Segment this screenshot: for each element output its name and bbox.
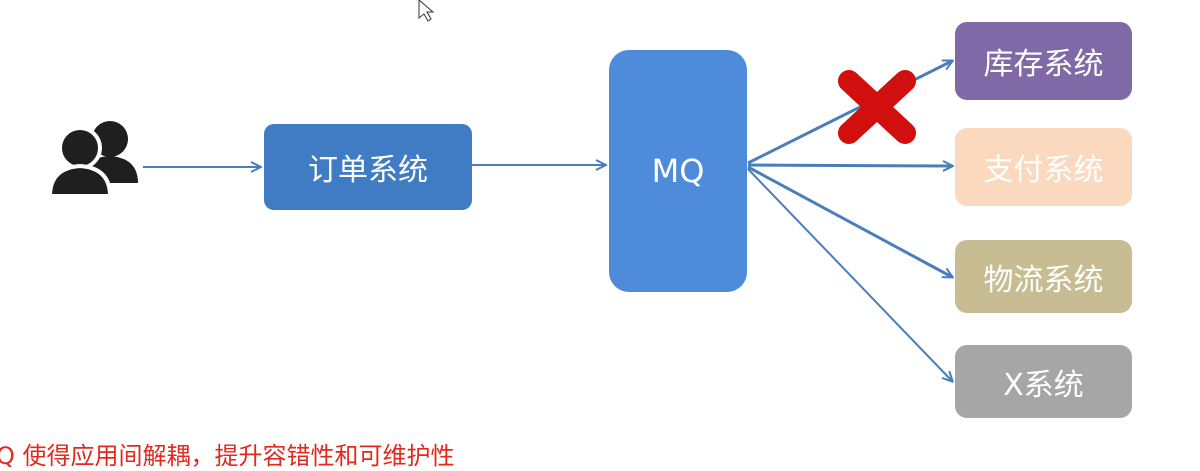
inventory-system-box: 库存系统 [955, 22, 1132, 100]
payment-system-box: 支付系统 [955, 128, 1132, 206]
users-group-icon [47, 121, 138, 198]
red-cross-icon [838, 70, 916, 144]
order-system-box: 订单系统 [264, 124, 472, 210]
mq-label: MQ [651, 152, 705, 190]
x-system-box: X系统 [955, 345, 1132, 418]
logistics-system-box: 物流系统 [955, 240, 1132, 313]
arrow-mq-to-inventory [747, 61, 952, 165]
mq-box: MQ [609, 50, 747, 292]
arrow-mq-to-payment [747, 165, 952, 166]
payment-system-label: 支付系统 [983, 153, 1104, 188]
logistics-system-label: 物流系统 [983, 262, 1104, 298]
inventory-system-label: 库存系统 [983, 47, 1104, 82]
mouse-pointer-icon [418, 0, 435, 22]
caption-text: Q 使得应用间解耦，提升容错性和可维护性 [0, 442, 455, 470]
arrow-mq-to-logistics [747, 165, 952, 277]
order-system-label: 订单系统 [308, 153, 428, 188]
arrow-mq-to-x [747, 168, 952, 381]
x-system-label: X系统 [1003, 367, 1084, 403]
